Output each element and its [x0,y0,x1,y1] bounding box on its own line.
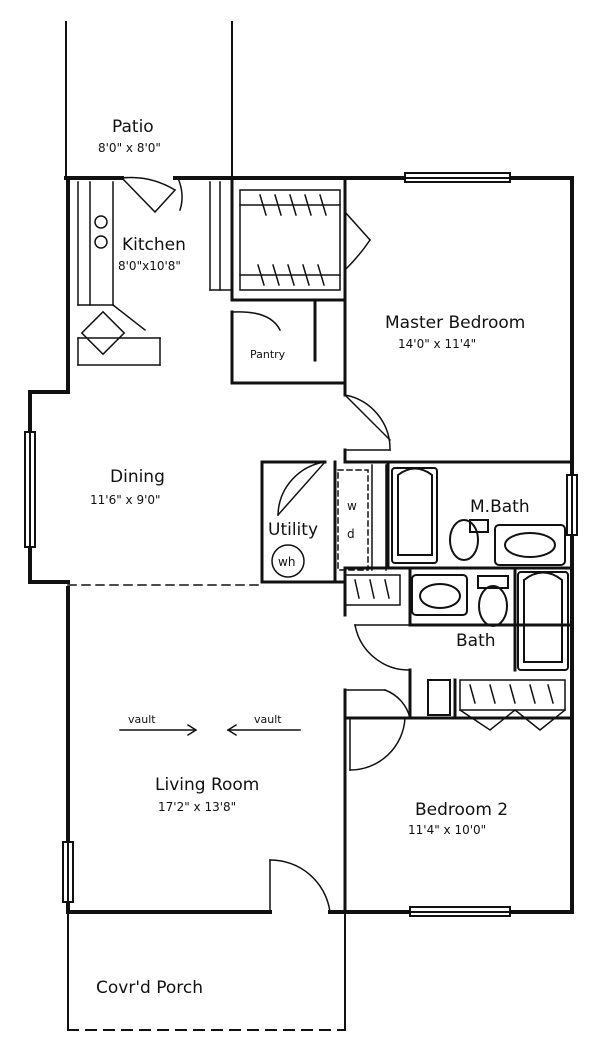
master-bedroom-dims: 14'0" x 11'4" [398,337,476,351]
dryer-label: d [347,527,355,541]
pantry-name: Pantry [250,348,286,361]
windows [24,172,578,917]
vault-label-right: vault [254,713,282,726]
dining-dims: 11'6" x 9'0" [90,493,161,507]
bath-fixtures [391,467,569,716]
dining-name: Dining [110,467,165,487]
kitchen-dims: 8'0"x10'8" [118,259,181,273]
master-bedroom-name: Master Bedroom [385,313,525,333]
patio-name: Patio [112,117,154,137]
patio-dims: 8'0" x 8'0" [98,141,161,155]
patio-outline [65,21,233,179]
porch-outline [67,911,346,1031]
bedroom-2-name: Bedroom 2 [415,800,508,820]
m-bath-name: M.Bath [470,497,530,517]
kitchen-fixtures [77,181,233,366]
bath-name: Bath [456,631,496,651]
closet-rods [239,189,567,731]
living-room-name: Living Room [155,775,259,795]
living-room-dims: 17'2" x 13'8" [158,800,236,814]
washer-label: w [347,499,357,513]
bedroom-2-dims: 11'4" x 10'0" [408,823,486,837]
vault-label-left: vault [128,713,156,726]
room-labels: Patio 8'0" x 8'0" Kitchen 8'0"x10'8" Pan… [90,117,530,998]
kitchen-name: Kitchen [122,235,186,255]
water-heater-label: wh [278,555,295,569]
utility-name: Utility [268,520,318,540]
doors [120,176,411,913]
interior-walls [230,176,574,914]
utility-fixtures [271,464,387,578]
covered-porch-name: Covr'd Porch [96,978,203,998]
vault-arrows [119,723,301,737]
